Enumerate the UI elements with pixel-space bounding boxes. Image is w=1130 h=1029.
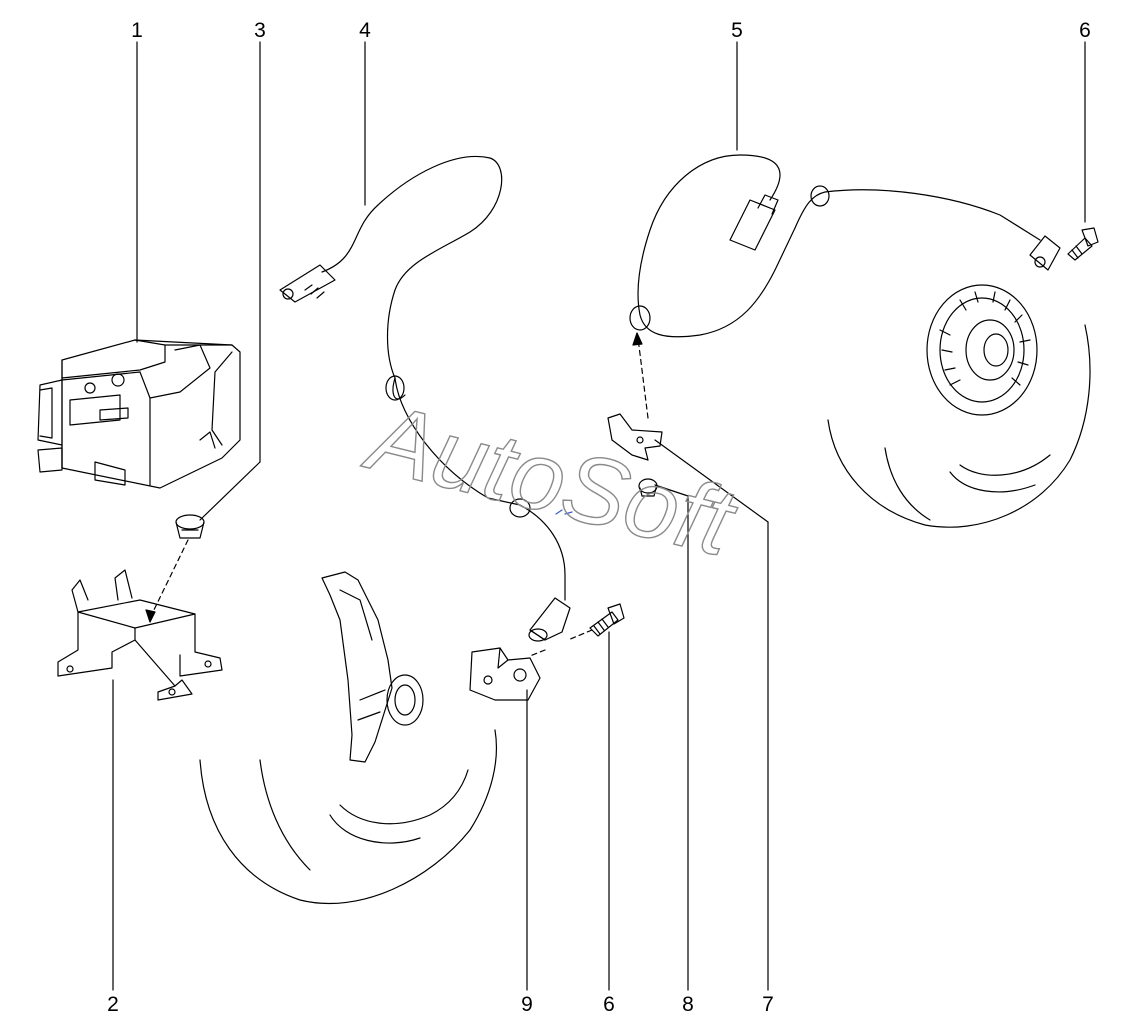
steering-knuckle [321,571,424,763]
rear-sensor-harness [629,154,1061,338]
mounting-bracket [57,569,223,701]
clip [638,478,658,497]
sensor-bracket [469,647,541,701]
leader-8b [654,484,689,497]
dash-bracket-harness [637,337,649,419]
callout-3: 3 [254,19,266,42]
grommet [175,514,205,539]
callout-7: 7 [762,993,774,1016]
dash-grommet-bracket [149,539,189,619]
front-tire [199,729,498,905]
bolt-rear [1067,227,1099,261]
watermark-text: AutoSoft [355,408,746,577]
callout-6-top: 6 [1079,19,1091,42]
watermark: AutoSoft [354,408,747,578]
dash-sensor-knuckle [529,649,546,657]
harness-bracket [607,413,663,461]
rear-brake-disc [926,284,1038,416]
callout-6-bottom: 6 [603,993,615,1016]
callout-4: 4 [359,19,371,42]
blue-mark [555,509,573,515]
dash-bolt-sensor [567,629,593,641]
rear-tire [827,324,1091,528]
leader-7b [654,439,769,523]
leader-3b [199,461,261,521]
callout-8: 8 [682,993,694,1016]
callout-2: 2 [107,993,119,1016]
abs-hydraulic-unit [37,339,241,489]
callout-9: 9 [521,993,533,1016]
arrow-bracket [145,609,156,623]
bolt-front [589,603,625,637]
front-sensor-harness [279,156,571,642]
arrow-harness [632,332,643,346]
callout-5: 5 [731,19,743,42]
leader-lines [112,41,1086,991]
callout-1: 1 [131,19,143,42]
assembly-lines [149,337,649,657]
